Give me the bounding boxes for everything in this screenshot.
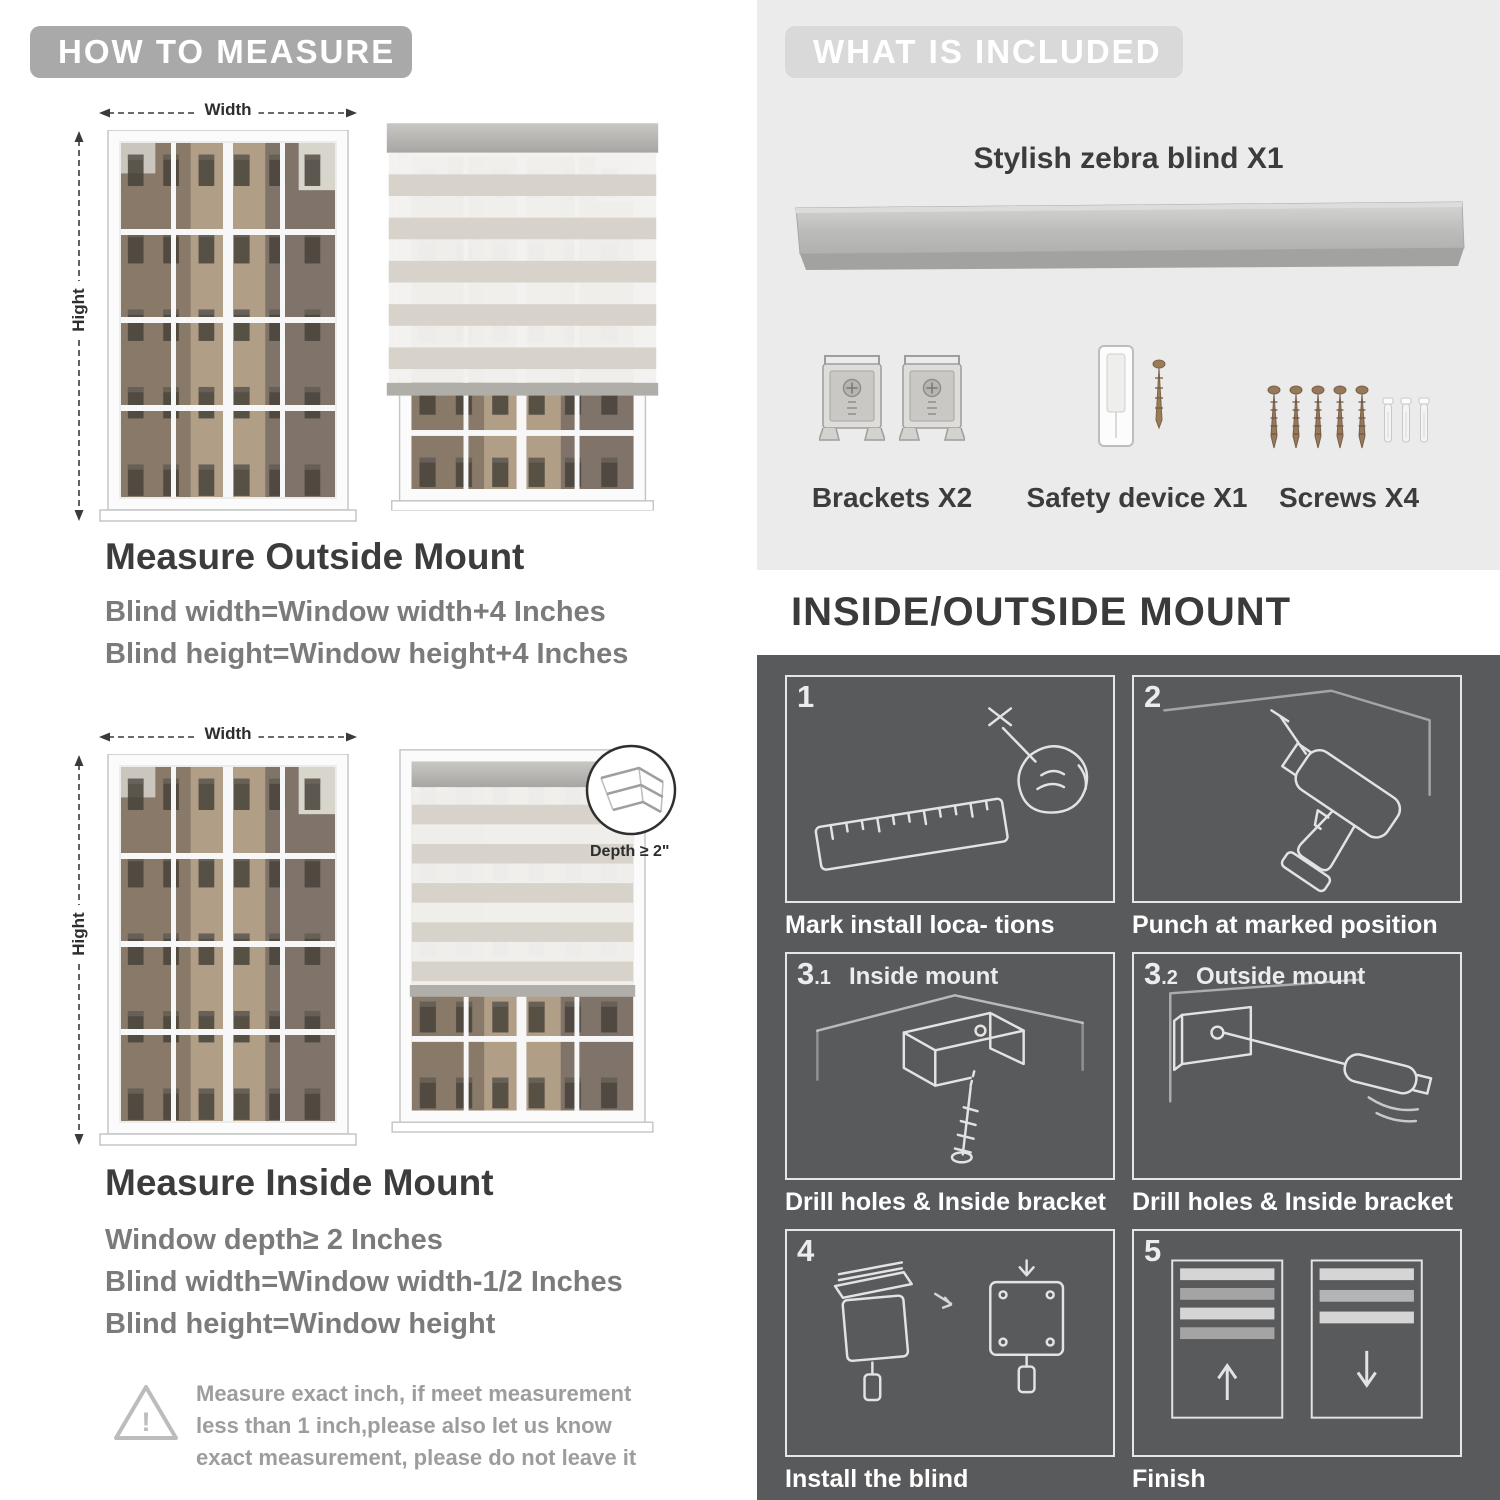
step-panel-2: 2 [1132, 675, 1462, 903]
warning-triangle-icon: ! [114, 1385, 178, 1440]
height-label: Hight [69, 905, 89, 963]
window-image [98, 130, 358, 522]
screws-label: Screws X4 [1278, 482, 1420, 513]
step-caption-3-1: Drill holes & Inside bracket [785, 1188, 1106, 1216]
safety-device-icon [1098, 345, 1166, 447]
step-panel-4: 4 [785, 1229, 1115, 1457]
outside-bracket-illustration [1169, 978, 1433, 1123]
inside-rule-height: Blind height=Window height [105, 1308, 496, 1340]
height-label: Hight [69, 281, 89, 339]
inside-bracket-illustration [816, 994, 1084, 1164]
depth-detail-circle [585, 744, 677, 836]
width-label: Width [197, 100, 259, 120]
svg-text:!: ! [142, 1407, 151, 1437]
inside-outside-mount-title: INSIDE/OUTSIDE MOUNT [791, 590, 1292, 634]
finish-illustration [1171, 1259, 1423, 1419]
step-caption-1: Mark install loca- tions [785, 911, 1055, 939]
inside-outside-mount-section: 1 Mark install loca- tions 2 [757, 655, 1500, 1500]
width-label: Width [197, 724, 259, 744]
mark-locations-illustration [814, 707, 1089, 871]
window-measure-illustration-outside: Width Hight [69, 100, 362, 526]
bracket-icon [899, 352, 965, 444]
how-to-measure-section: HOW TO MEASURE Width Hight Measure Outsi… [30, 26, 677, 1470]
step-caption-3-2: Drill holes & Inside bracket [1132, 1188, 1453, 1216]
depth-label: Depth ≥ 2" [590, 843, 670, 860]
window-image [98, 754, 358, 1146]
step-caption-2: Punch at marked position [1132, 911, 1438, 939]
bracket-icon [819, 352, 885, 444]
screws-icon [1267, 385, 1430, 449]
product-label: Stylish zebra blind X1 [973, 142, 1284, 175]
outside-mount-heading: Measure Outside Mount [105, 536, 525, 577]
zebra-blind-image-outside [375, 116, 670, 512]
inside-mount-heading: Measure Inside Mount [105, 1162, 494, 1203]
step-panel-5: 5 [1132, 1229, 1462, 1457]
drill-illustration [1163, 689, 1431, 893]
how-to-measure-title: HOW TO MEASURE [30, 26, 412, 78]
outside-rule-width: Blind width=Window width+4 Inches [105, 596, 606, 628]
inside-rule-width: Blind width=Window width-1/2 Inches [105, 1266, 623, 1298]
step-caption-5: Finish [1132, 1465, 1206, 1493]
step-panel-1: 1 [785, 675, 1115, 903]
what-is-included-title: WHAT IS INCLUDED [785, 26, 1183, 78]
what-is-included-section: WHAT IS INCLUDED Stylish zebra blind X1 … [757, 0, 1500, 570]
safety-device-label: Safety device X1 [1026, 482, 1248, 513]
brackets-label: Brackets X2 [811, 482, 973, 513]
step-caption-4: Install the blind [785, 1465, 969, 1493]
inside-outside-mount-title-band: INSIDE/OUTSIDE MOUNT [757, 570, 1500, 655]
install-blind-illustration [833, 1259, 1065, 1402]
window-measure-illustration-inside: Width Hight [69, 724, 362, 1150]
outside-rule-height: Blind height=Window height+4 Inches [105, 638, 629, 670]
inside-rule-depth: Window depth≥ 2 Inches [105, 1224, 443, 1256]
measurement-warning-text: Measure exact inch, if meet measurement … [196, 1381, 637, 1470]
zebra-blind-headrail-image [795, 201, 1465, 270]
